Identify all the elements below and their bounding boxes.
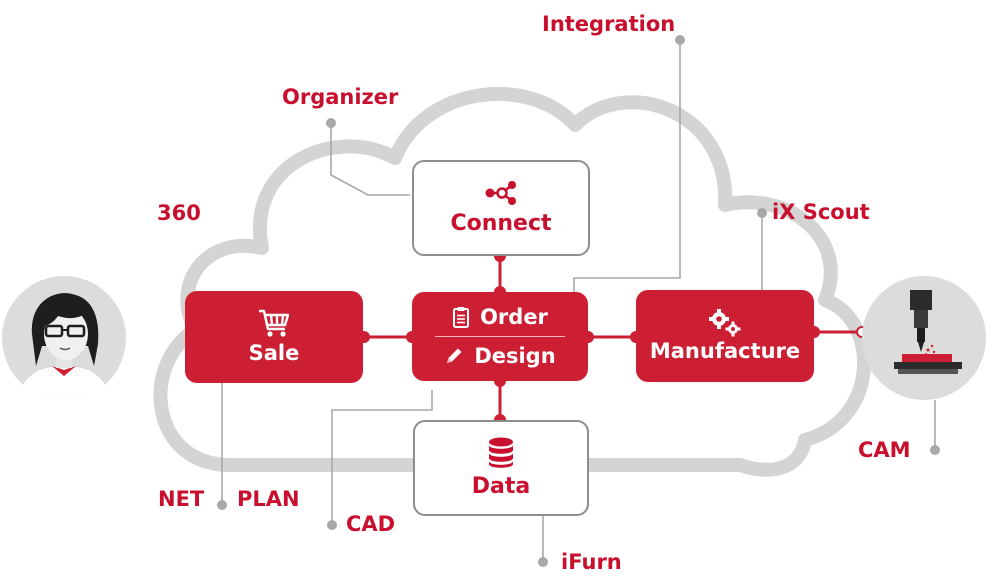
order-design-divider [435, 336, 565, 337]
cam-dot [930, 445, 940, 455]
ifurn-dot [538, 557, 548, 567]
integration-dot [675, 35, 685, 45]
cam-label: CAM [858, 438, 911, 462]
shopping-cart-icon [259, 310, 290, 338]
order-design-box[interactable]: Order Design [412, 292, 588, 381]
net-label: NET [158, 487, 205, 511]
organizer-label: Organizer [282, 85, 399, 109]
cloud-outline [153, 87, 871, 477]
integration-leader [573, 40, 681, 296]
manufacture-box[interactable]: Manufacture [636, 290, 814, 382]
ix-scout-label: iX Scout [772, 200, 870, 224]
pencil-icon [447, 348, 462, 363]
share-nodes-icon [485, 180, 516, 205]
user-avatar-icon [2, 276, 126, 400]
organizer-dot [326, 118, 336, 128]
design-row[interactable]: Design [444, 344, 556, 368]
plan-label: PLAN [237, 487, 300, 511]
sale-title: Sale [248, 341, 300, 366]
cad-dot [327, 520, 337, 530]
order-title: Order [480, 305, 548, 329]
cad-label: CAD [346, 512, 396, 536]
label-360: 360 [157, 201, 201, 225]
ifurn-label: iFurn [561, 550, 622, 574]
cnc-machine-icon [862, 276, 986, 400]
gears-icon [709, 309, 741, 337]
organizer-leader [330, 123, 410, 196]
design-title: Design [474, 344, 556, 368]
sale-box[interactable]: Sale [185, 291, 363, 383]
net-dot [217, 500, 227, 510]
cad-leader [331, 390, 433, 525]
integration-label: Integration [542, 12, 676, 36]
clipboard-icon [453, 307, 470, 328]
data-title: Data [471, 473, 531, 499]
database-icon [489, 437, 513, 468]
data-box[interactable]: Data [413, 420, 589, 516]
connect-box[interactable]: Connect [412, 160, 590, 256]
ix-scout-dot [757, 208, 767, 218]
connect-title: Connect [450, 210, 552, 236]
manufacture-title: Manufacture [649, 339, 801, 364]
order-row[interactable]: Order [452, 305, 548, 329]
